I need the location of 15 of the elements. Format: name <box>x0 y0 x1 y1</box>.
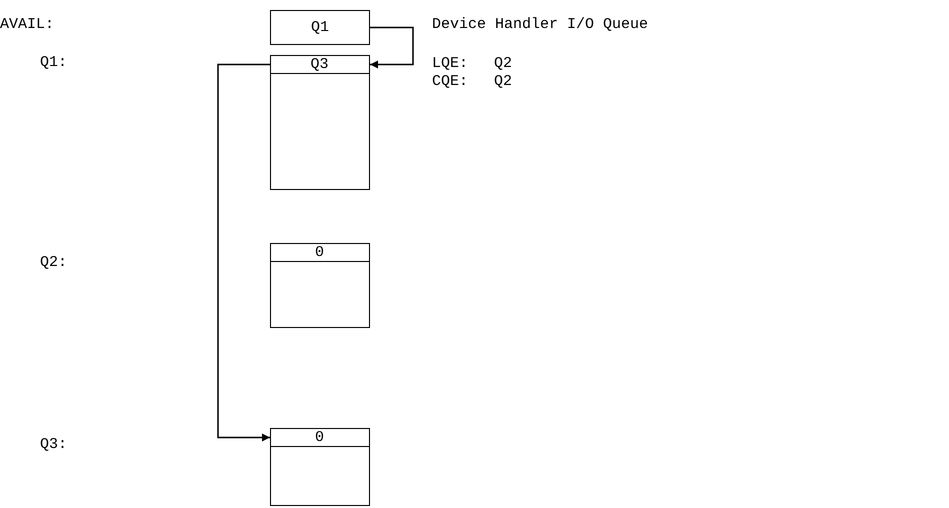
label-text: Q1: <box>40 54 68 73</box>
label-text: Q3: <box>40 436 68 455</box>
label-text: Q2 <box>494 55 512 74</box>
pointer-box: Q1 <box>270 10 370 45</box>
record-box <box>270 243 370 328</box>
record-box <box>270 428 370 506</box>
record-box <box>270 55 370 190</box>
label-text: Device Handler I/O Queue <box>432 16 648 35</box>
arrow <box>370 26 414 68</box>
label-text: Q2: <box>40 254 68 273</box>
label-text: CQE: <box>432 73 468 92</box>
label-text: AVAIL: <box>0 16 54 35</box>
arrow <box>217 64 270 442</box>
label-text: LQE: <box>432 55 468 74</box>
label-text: Q2 <box>494 73 512 92</box>
